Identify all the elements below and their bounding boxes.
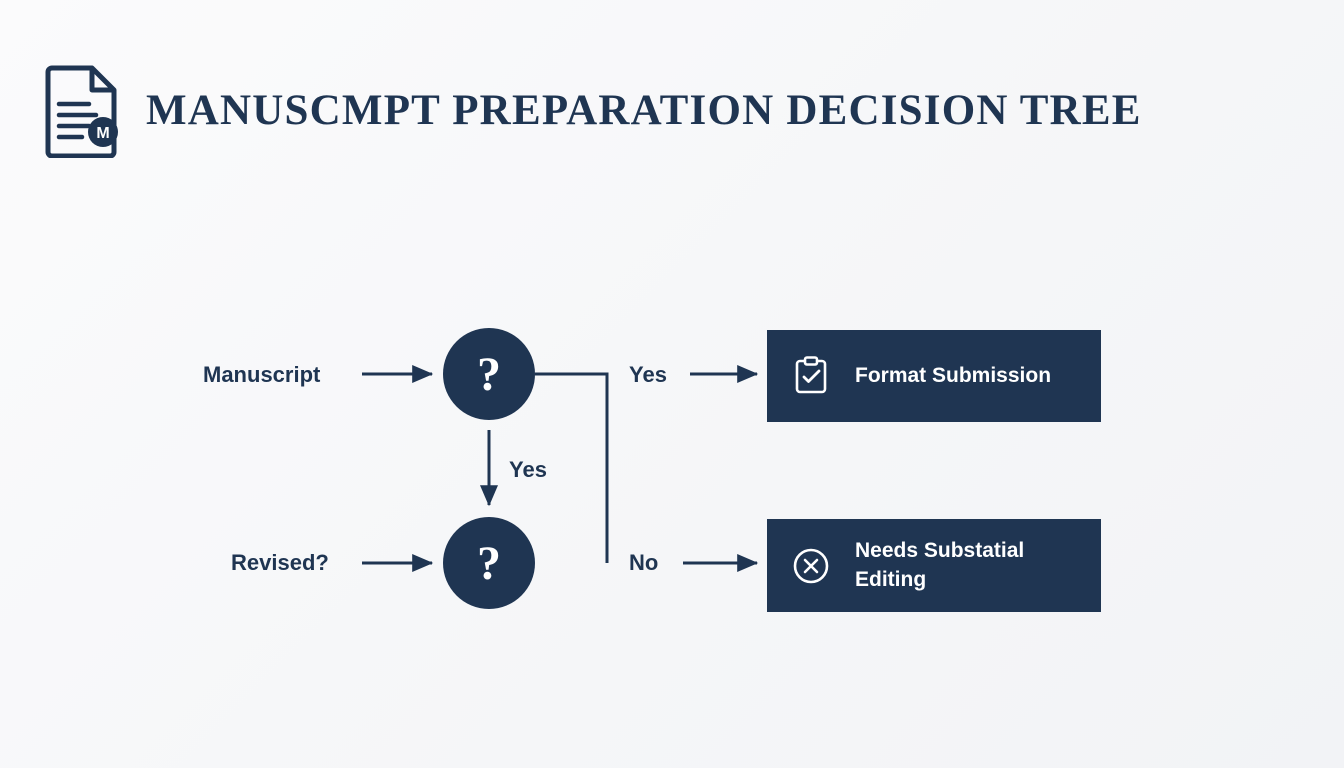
branch-label-yes-middle: Yes	[509, 457, 547, 482]
page-title: MANUSCMPT PREPARATION DECISION TREE	[146, 86, 1142, 134]
document-icon: M	[44, 62, 126, 159]
outcome-label: Needs Substatial Editing	[855, 537, 1024, 594]
circle-x-icon	[791, 546, 831, 586]
branch-label-yes-top: Yes	[629, 362, 667, 387]
outcome-label-line2: Editing	[855, 567, 927, 591]
question-mark-icon: ?	[477, 347, 501, 401]
question-mark-icon: ?	[477, 536, 501, 590]
node-label-revised: Revised?	[231, 550, 329, 575]
branch-label-no-bottom: No	[629, 550, 659, 575]
clipboard-check-icon	[791, 356, 831, 396]
header: M MANUSCMPT PREPARATION DECISION TREE	[44, 62, 1142, 159]
outcome-format-submission[interactable]: Format Submission	[767, 330, 1101, 422]
node-label-manuscript: Manuscript	[203, 362, 321, 387]
outcome-needs-substantial-editing[interactable]: Needs Substatial Editing	[767, 519, 1101, 612]
decision-node-2[interactable]: ?	[443, 517, 535, 609]
outcome-label: Format Submission	[855, 362, 1051, 390]
decision-node-1[interactable]: ?	[443, 328, 535, 420]
outcome-label-line1: Format Submission	[855, 363, 1052, 387]
outcome-label-line1: Needs Substatial	[855, 539, 1025, 563]
svg-text:M: M	[96, 125, 109, 142]
